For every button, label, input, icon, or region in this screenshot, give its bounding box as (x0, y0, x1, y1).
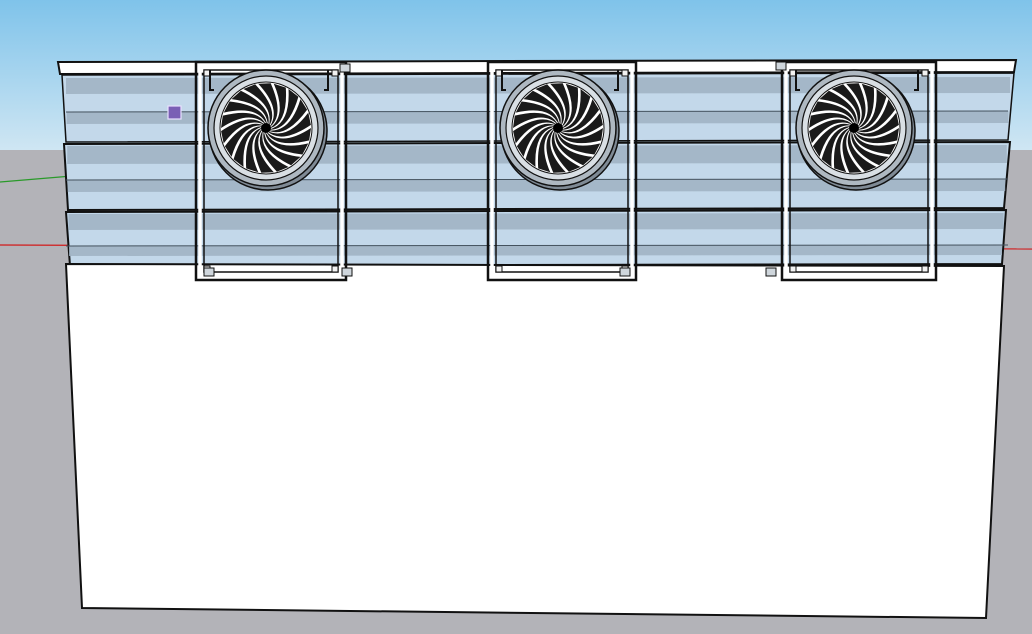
fan-blade (268, 83, 287, 129)
fan-unit-1[interactable] (194, 60, 348, 282)
bracket-icon (789, 265, 797, 273)
fan-blade (831, 84, 861, 127)
fan-blade (535, 84, 565, 127)
bracket-icon (341, 267, 353, 277)
fan-hub (261, 123, 271, 133)
bracket-icon (339, 63, 351, 73)
fan-blade (855, 99, 896, 133)
fan-icon[interactable] (809, 83, 899, 173)
fan-blade (852, 130, 897, 155)
fan-blade (258, 83, 278, 128)
panel-stripe (68, 213, 1004, 230)
fan-blade (560, 83, 579, 129)
fan-frame-inner-face (490, 64, 634, 278)
fan-blade (546, 128, 566, 173)
fan-blade (268, 89, 299, 130)
fan-blade (221, 112, 267, 128)
fan-blade (558, 112, 603, 137)
fan-blade (221, 119, 266, 144)
fan-blade (223, 101, 268, 126)
fan-blade (854, 112, 899, 137)
fan-frame-outer (780, 60, 938, 282)
bracket-icon (331, 69, 339, 77)
fan-blade (266, 112, 311, 137)
fan-blade (224, 123, 265, 157)
fan-blade (560, 89, 591, 130)
fan-blade (856, 83, 875, 129)
fan-blade (265, 128, 311, 144)
fan-hub (553, 123, 563, 133)
fan-blade (267, 99, 308, 133)
fan-blade (809, 119, 854, 144)
fan-blade (811, 101, 856, 126)
bracket-icon (921, 69, 929, 77)
bracket-icon (619, 267, 631, 277)
fan-blade (551, 129, 581, 172)
panel-seam (65, 244, 1009, 247)
hook-left (795, 70, 800, 91)
fan-hub (849, 123, 859, 133)
fan-blade (812, 123, 853, 157)
fan-blade (842, 128, 862, 173)
fan-blade (846, 83, 866, 128)
fan-blade (537, 127, 556, 173)
bracket-icon (495, 265, 503, 273)
fan-blade (809, 112, 855, 128)
fan-blade (847, 129, 877, 172)
fan-blade (264, 130, 309, 155)
hook-right (324, 70, 329, 91)
hook-right (614, 70, 619, 91)
fan-blade (513, 119, 558, 144)
panel-stripe (69, 245, 1002, 256)
fan-blade (245, 127, 264, 173)
fan-blade (833, 127, 852, 173)
fan-blade (233, 126, 264, 167)
fan-icon[interactable] (513, 83, 603, 173)
fan-blade (856, 89, 887, 130)
fan-blade (516, 123, 557, 157)
bracket-icon (921, 265, 929, 273)
bracket-icon (775, 61, 787, 71)
fan-blade (821, 126, 852, 167)
fan-blade (819, 90, 857, 126)
bracket-icon (203, 267, 215, 277)
green-axis-line (0, 175, 73, 183)
bracket-icon (331, 265, 339, 273)
fan-unit-3[interactable] (780, 60, 938, 282)
fan-blade (550, 83, 570, 128)
fan-blade (254, 128, 274, 173)
fan-blade (231, 90, 269, 126)
fan-blade (559, 99, 600, 133)
fan-blade (523, 90, 561, 126)
fan-blade (557, 128, 603, 144)
fan-blade (556, 130, 601, 155)
fan-blade (513, 112, 559, 128)
fan-blade (525, 126, 556, 167)
fan-frame-inner-face (198, 64, 344, 278)
hook-left (501, 70, 506, 91)
hook-left (209, 70, 214, 91)
fan-blade (851, 130, 889, 166)
fan-blade (263, 130, 301, 166)
fan-icon[interactable] (221, 83, 311, 173)
fan-blade (515, 101, 560, 126)
fan-frame-inner-face (784, 64, 934, 278)
base-box[interactable] (64, 262, 1006, 620)
bracket-icon (765, 267, 777, 277)
fan-blade (243, 84, 273, 127)
hook-right (914, 70, 919, 91)
fan-frame-outer (194, 60, 348, 282)
fan-frame-outer (486, 60, 638, 282)
selection-marker-icon[interactable] (167, 105, 182, 120)
fan-blade (555, 130, 593, 166)
fan-blade (853, 128, 899, 144)
fan-blade (259, 129, 289, 172)
fan-unit-2[interactable] (486, 60, 638, 282)
bracket-icon (621, 69, 629, 77)
